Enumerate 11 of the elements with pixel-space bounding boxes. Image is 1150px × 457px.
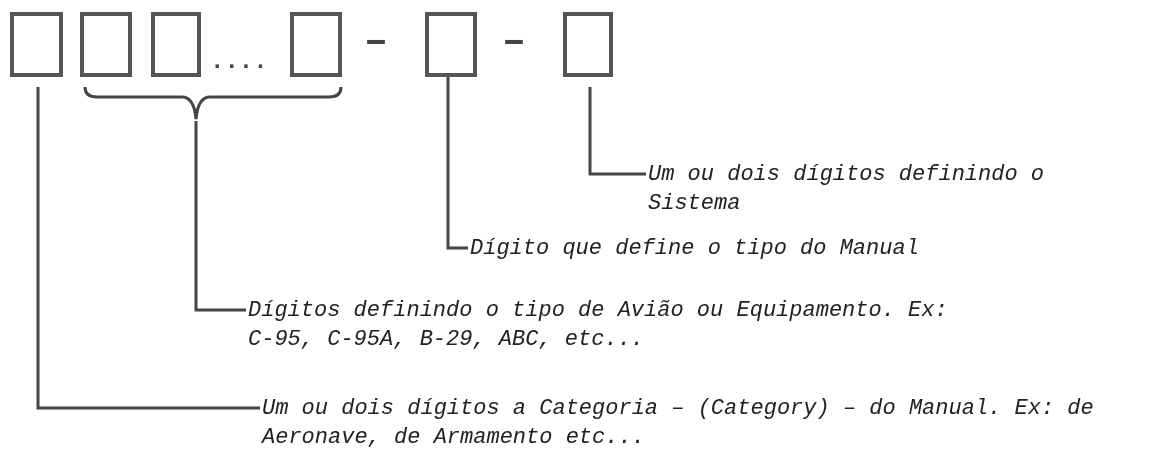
dash-separator: –	[364, 22, 388, 62]
annotation-text: Dígito que define o tipo do Manual	[470, 235, 920, 263]
leader-line	[194, 121, 246, 312]
annotation-text: Um ou dois dígitos a Categoria – (Category) – do Manual. Ex: de Aeronave, de Armamento etc...	[262, 395, 1095, 452]
annotation-text: Dígitos definindo o tipo de Avião ou Equipamento. Ex: C-95, C-95A, B-29, ABC, etc...	[248, 297, 949, 354]
leader-line	[36, 87, 260, 410]
leader-line	[588, 87, 646, 176]
annotation-text: Um ou dois dígitos definindo o Sistema	[648, 161, 1046, 218]
ellipsis-dots: ....	[210, 50, 268, 74]
leader-line	[446, 77, 468, 250]
dash-separator: –	[502, 22, 526, 62]
